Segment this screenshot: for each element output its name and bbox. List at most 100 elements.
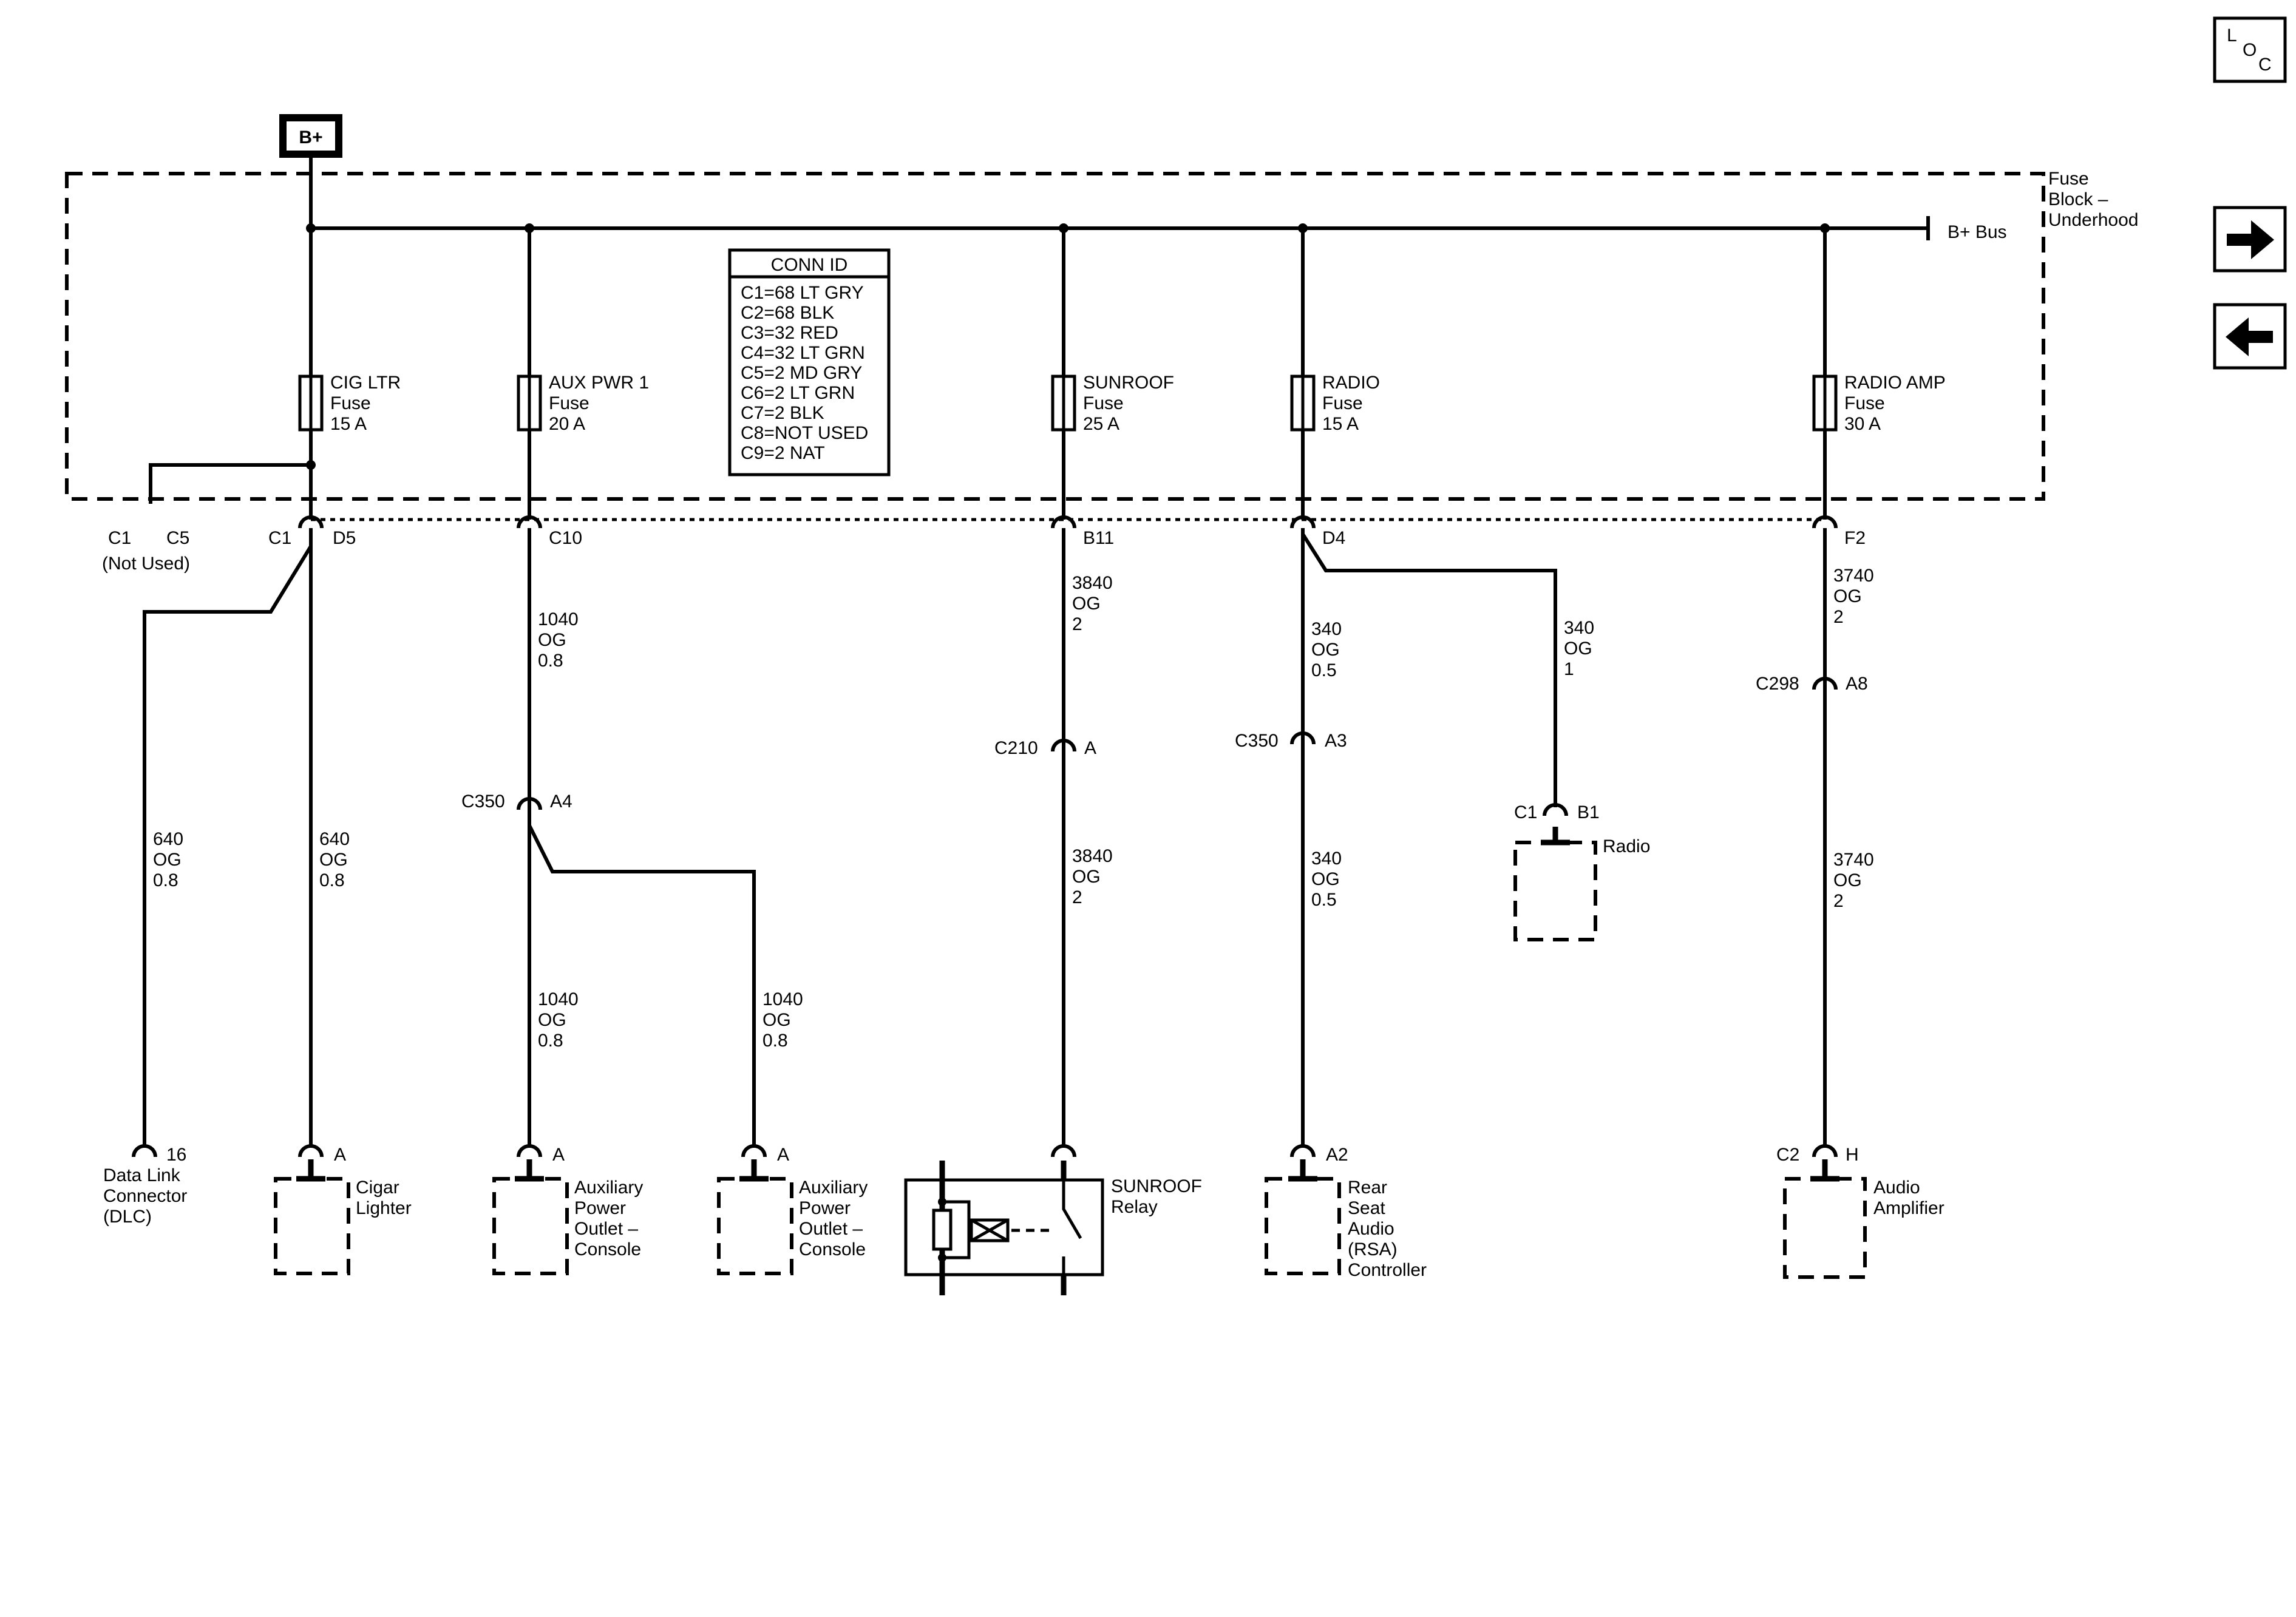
svg-text:A2: A2	[1326, 1145, 1348, 1165]
svg-text:C350: C350	[1235, 731, 1279, 751]
svg-text:C2: C2	[1776, 1145, 1799, 1165]
svg-text:Power: Power	[799, 1198, 851, 1218]
svg-text:B11: B11	[1083, 528, 1114, 548]
svg-text:Outlet –: Outlet –	[799, 1219, 863, 1239]
audio-amplifier: C2 H Audio Amplifier	[1776, 1144, 1944, 1279]
prev-page-button[interactable]	[2213, 303, 2287, 370]
svg-text:A8: A8	[1846, 674, 1868, 694]
svg-text:OG: OG	[1564, 639, 1592, 659]
svg-text:C1: C1	[108, 528, 131, 548]
bus-label: B+ Bus	[1948, 222, 2007, 242]
svg-text:Lighter: Lighter	[356, 1198, 412, 1218]
svg-text:OG: OG	[763, 1010, 791, 1030]
svg-text:RADIO: RADIO	[1322, 373, 1380, 393]
svg-text:Auxiliary: Auxiliary	[574, 1178, 643, 1198]
svg-text:1040: 1040	[538, 989, 579, 1009]
next-page-button[interactable]	[2213, 206, 2287, 273]
svg-text:C210: C210	[994, 738, 1038, 758]
svg-text:Fuse: Fuse	[1322, 393, 1363, 413]
dlc-connector: 16 Data Link Connector (DLC)	[103, 1144, 187, 1227]
svg-text:OG: OG	[1072, 867, 1101, 887]
svg-text:Fuse: Fuse	[1083, 393, 1124, 413]
svg-text:2: 2	[1833, 607, 1844, 627]
svg-text:0.5: 0.5	[1311, 890, 1337, 910]
svg-text:Seat: Seat	[1348, 1198, 1385, 1218]
svg-text:Cigar: Cigar	[356, 1178, 399, 1198]
svg-text:(DLC): (DLC)	[103, 1207, 152, 1227]
svg-text:3740: 3740	[1833, 850, 1874, 870]
svg-text:640: 640	[153, 829, 183, 849]
svg-text:2: 2	[1833, 891, 1844, 911]
svg-text:15 A: 15 A	[1322, 414, 1359, 434]
svg-text:C5: C5	[166, 528, 189, 548]
svg-text:Console: Console	[799, 1239, 866, 1259]
loc-button[interactable]: L O C	[2213, 16, 2287, 83]
svg-text:OG: OG	[1311, 640, 1340, 660]
svg-text:C1: C1	[268, 528, 291, 548]
svg-text:SUNROOF: SUNROOF	[1111, 1176, 1202, 1196]
svg-text:0.5: 0.5	[1311, 660, 1337, 680]
svg-text:OG: OG	[1833, 870, 1862, 890]
svg-text:Power: Power	[574, 1198, 626, 1218]
battery-source: B+	[279, 114, 342, 158]
svg-text:2: 2	[1072, 614, 1082, 634]
svg-text:C1: C1	[1514, 802, 1537, 822]
svg-text:C: C	[2258, 55, 2272, 75]
svg-text:CIG LTR: CIG LTR	[330, 373, 401, 393]
svg-text:A: A	[777, 1145, 789, 1165]
fuse-block-label-2: Block –	[2048, 189, 2108, 209]
svg-text:1040: 1040	[763, 989, 803, 1009]
svg-text:D5: D5	[333, 528, 356, 548]
fuse-block-label-1: Fuse	[2048, 169, 2089, 189]
svg-text:30 A: 30 A	[1844, 414, 1881, 434]
svg-text:A: A	[552, 1145, 565, 1165]
svg-text:F2: F2	[1844, 528, 1866, 548]
svg-text:C8=NOT USED: C8=NOT USED	[741, 423, 868, 443]
svg-text:C1=68 LT GRY: C1=68 LT GRY	[741, 283, 864, 303]
svg-text:RADIO AMP: RADIO AMP	[1844, 373, 1946, 393]
svg-text:C2=68 BLK: C2=68 BLK	[741, 303, 834, 323]
svg-text:C10: C10	[549, 528, 582, 548]
svg-text:C9=2 NAT: C9=2 NAT	[741, 443, 825, 463]
svg-text:Fuse: Fuse	[549, 393, 589, 413]
svg-text:L: L	[2227, 25, 2237, 46]
fuse-block-outline	[65, 172, 2045, 501]
svg-text:C4=32 LT GRN: C4=32 LT GRN	[741, 343, 865, 363]
svg-text:A: A	[1084, 738, 1096, 758]
svg-text:Fuse: Fuse	[330, 393, 371, 413]
sunroof-relay: SUNROOF Relay	[904, 1144, 1202, 1295]
svg-text:C350: C350	[461, 792, 505, 812]
svg-text:0.8: 0.8	[538, 651, 563, 671]
svg-text:640: 640	[319, 829, 350, 849]
svg-text:(Not Used): (Not Used)	[102, 554, 190, 574]
svg-text:C5=2 MD GRY: C5=2 MD GRY	[741, 363, 862, 383]
svg-text:3840: 3840	[1072, 846, 1113, 866]
svg-text:Fuse: Fuse	[1844, 393, 1885, 413]
svg-text:SUNROOF: SUNROOF	[1083, 373, 1174, 393]
svg-text:340: 340	[1311, 849, 1342, 869]
svg-text:OG: OG	[1072, 594, 1101, 614]
svg-text:Relay: Relay	[1111, 1197, 1158, 1217]
radio-component: C1 B1 Radio	[1513, 802, 1650, 941]
aux-power-outlet-1: A Auxiliary Power Outlet – Console	[492, 1144, 643, 1275]
svg-text:3740: 3740	[1833, 566, 1874, 586]
arrow-right-icon	[2227, 220, 2274, 259]
svg-text:Audio: Audio	[1348, 1219, 1394, 1239]
svg-text:OG: OG	[319, 850, 348, 870]
svg-text:16: 16	[166, 1145, 186, 1165]
fuse-block-label-3: Underhood	[2048, 210, 2138, 230]
svg-text:Audio: Audio	[1873, 1178, 1920, 1198]
svg-text:Radio: Radio	[1603, 836, 1650, 856]
svg-text:Amplifier: Amplifier	[1873, 1198, 1944, 1218]
conn-id-table: CONN ID C1=68 LT GRY C2=68 BLK C3=32 RED…	[728, 248, 891, 476]
svg-text:H: H	[1846, 1145, 1859, 1165]
svg-text:B1: B1	[1577, 802, 1600, 822]
svg-text:Auxiliary: Auxiliary	[799, 1178, 868, 1198]
svg-text:CONN ID: CONN ID	[771, 255, 848, 275]
svg-text:A4: A4	[550, 792, 572, 812]
svg-text:OG: OG	[1833, 586, 1862, 606]
svg-text:15 A: 15 A	[330, 414, 367, 434]
svg-text:Data Link: Data Link	[103, 1165, 181, 1185]
cigar-lighter: A Cigar Lighter	[274, 1144, 412, 1275]
